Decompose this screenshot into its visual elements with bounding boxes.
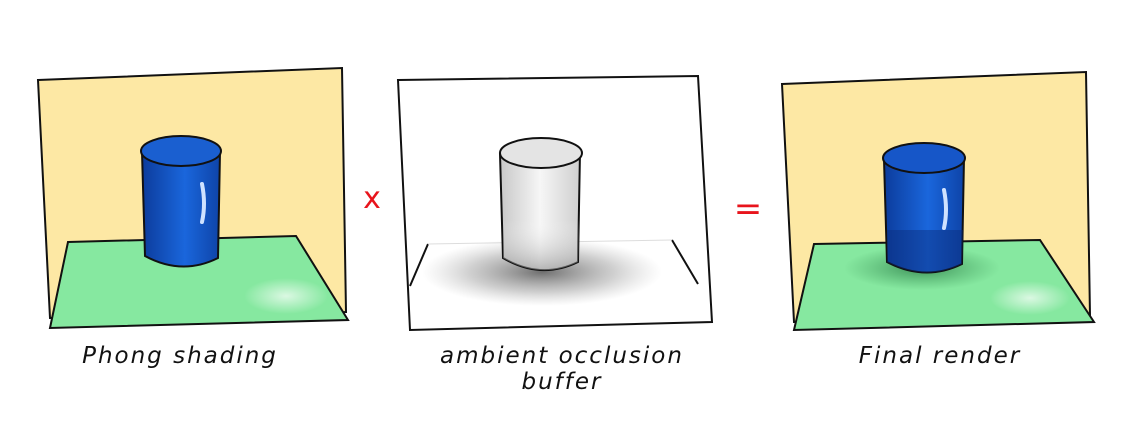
caption-final: Final render bbox=[858, 343, 1022, 369]
panel-ao bbox=[396, 74, 714, 332]
panel-final bbox=[780, 70, 1096, 332]
phong-floor-highlight bbox=[244, 278, 328, 314]
ao-floor-edge bbox=[409, 239, 699, 287]
panel-phong bbox=[36, 66, 350, 330]
ao-cylinder-top bbox=[499, 137, 583, 169]
final-cylinder-base-shade bbox=[887, 230, 963, 273]
multiply-operator: x bbox=[363, 181, 381, 216]
final-floor-highlight bbox=[990, 281, 1070, 315]
ao-contact-shadow bbox=[422, 238, 662, 306]
ao-cylinder-base-shade bbox=[503, 220, 579, 271]
final-specular-icon bbox=[942, 188, 948, 230]
phong-specular-icon bbox=[200, 182, 206, 224]
phong-cylinder-top bbox=[140, 135, 222, 167]
caption-phong: Phong shading bbox=[82, 343, 278, 369]
caption-ao: ambient occlusion buffer bbox=[440, 343, 684, 395]
equals-operator: = bbox=[734, 189, 763, 229]
phong-cylinder bbox=[140, 150, 222, 268]
final-cylinder-top bbox=[882, 142, 966, 174]
